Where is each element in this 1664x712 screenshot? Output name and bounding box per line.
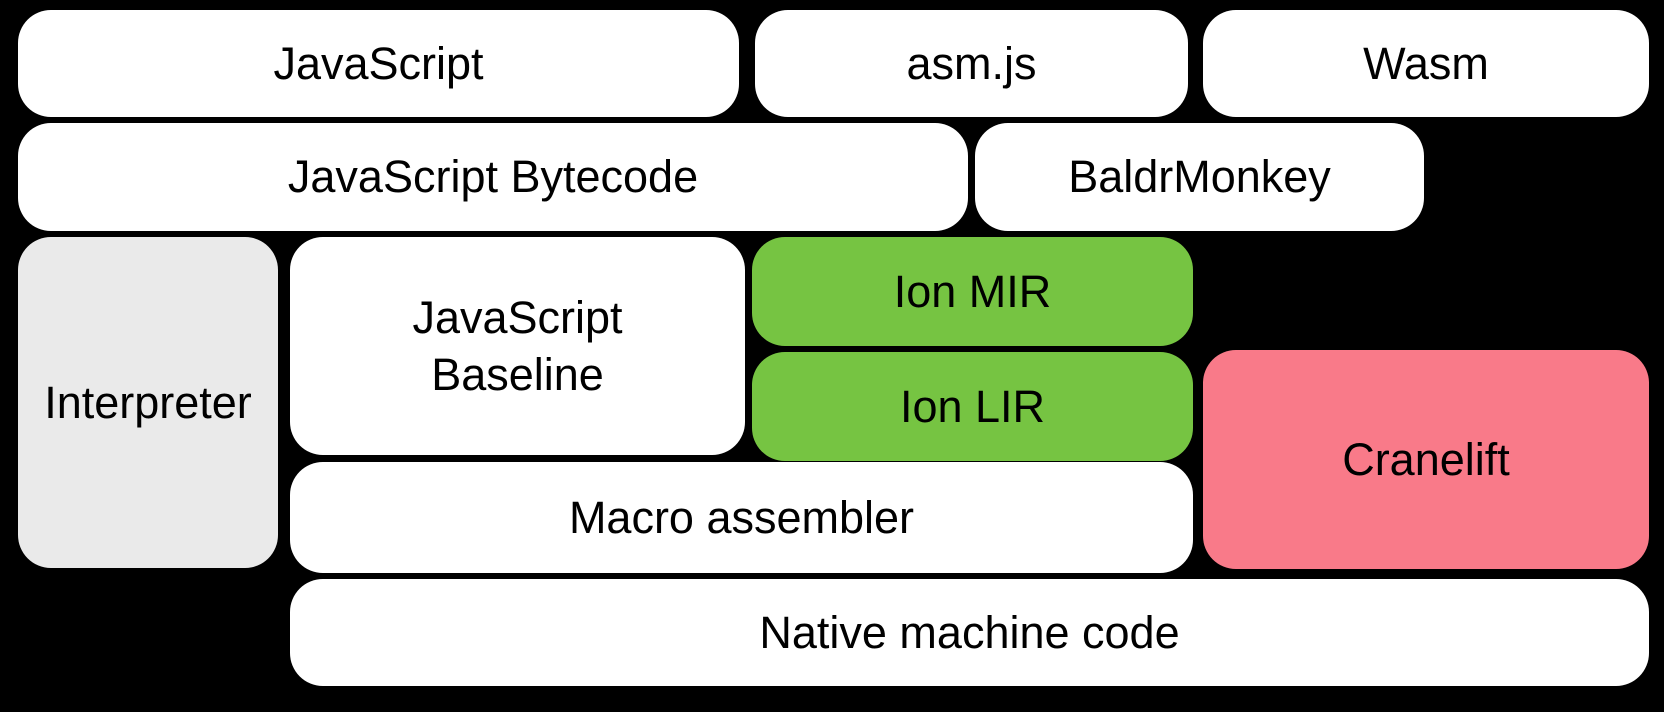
- box-interpreter: Interpreter: [18, 237, 278, 568]
- box-ion-mir: Ion MIR: [752, 237, 1193, 346]
- box-javascript-bytecode: JavaScript Bytecode: [18, 123, 968, 231]
- box-asmjs: asm.js: [755, 10, 1188, 117]
- box-native-machine-code: Native machine code: [290, 579, 1649, 686]
- box-cranelift: Cranelift: [1203, 350, 1649, 569]
- box-javascript: JavaScript: [18, 10, 739, 117]
- box-baldrmonkey: BaldrMonkey: [975, 123, 1424, 231]
- box-javascript-baseline: JavaScript Baseline: [290, 237, 745, 455]
- box-macro-assembler: Macro assembler: [290, 462, 1193, 573]
- box-ion-lir: Ion LIR: [752, 352, 1193, 461]
- box-wasm: Wasm: [1203, 10, 1649, 117]
